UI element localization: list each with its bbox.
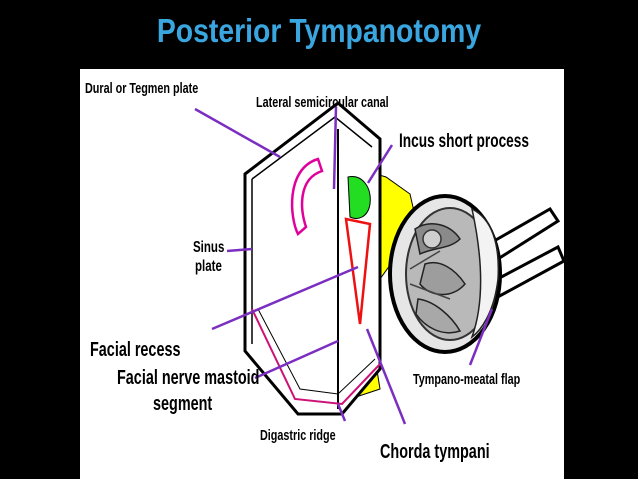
diagram-panel: Dural or Tegmen plate Lateral semicircul… [80, 69, 564, 479]
label-incus-short-process: Incus short process [399, 131, 530, 152]
label-facial-nerve-mastoid: Facial nerve mastoid [117, 367, 260, 389]
facial-recess-red [344, 217, 372, 325]
pink-digastric-outline [251, 308, 381, 406]
label-dural-tegmen-plate: Dural or Tegmen plate [85, 80, 199, 97]
pointer-lines [194, 106, 494, 425]
label-segment: segment [153, 393, 213, 415]
label-lateral-semicircular-canal: Lateral semicircular canal [256, 94, 389, 111]
page-title: Posterior Tympanotomy [156, 12, 482, 49]
label-plate: plate [195, 258, 222, 275]
label-tympano-meatal-flap: Tympano-meatal flap [413, 371, 521, 388]
lateral-semicircular-canal [290, 157, 324, 236]
middle-ear-view [388, 194, 502, 354]
anatomy-diagram [194, 101, 564, 425]
incus-short-process [347, 176, 371, 219]
label-digastric-ridge: Digastric ridge [260, 427, 336, 444]
label-sinus: Sinus [193, 239, 225, 256]
label-chorda-tympani: Chorda tympani [380, 441, 490, 463]
mastoid-cavity-outline [243, 101, 382, 416]
label-facial-recess: Facial recess [90, 339, 181, 361]
